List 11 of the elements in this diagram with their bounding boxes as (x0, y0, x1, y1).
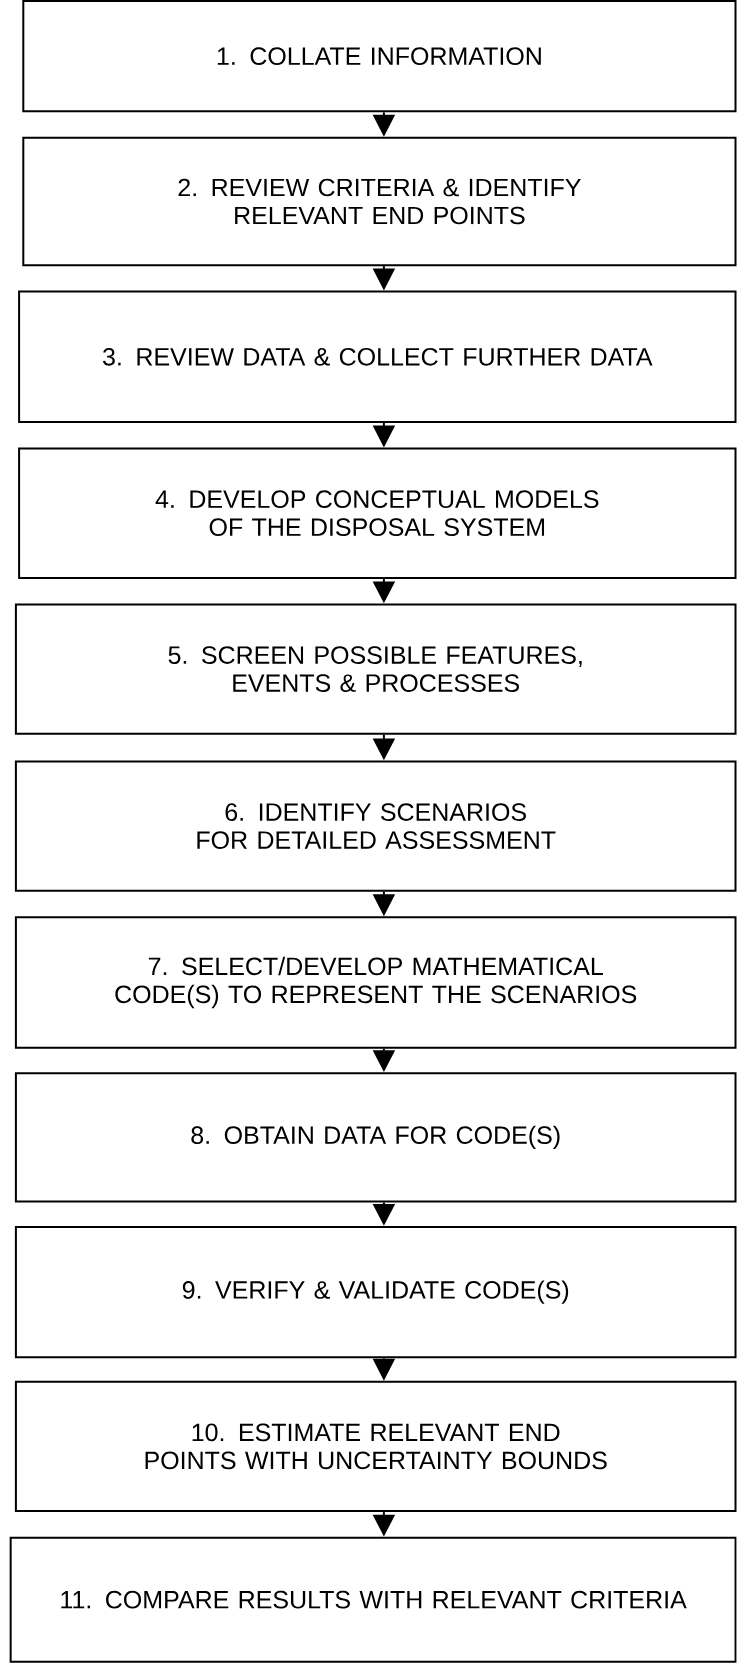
process-box: 5. SCREEN POSSIBLE FEATURES, EVENTS & PROCESSES (14, 603, 737, 735)
process-box: 2. REVIEW CRITERIA & IDENTIFY RELEVANT END POINTS (22, 136, 737, 267)
process-box: 7. SELECT/DEVELOP MATHEMATICAL CODE(S) TO REPRESENT THE SCENARIOS (14, 916, 737, 1049)
process-box: 10. ESTIMATE RELEVANT END POINTS WITH UNCERTAINTY BOUNDS (14, 1380, 737, 1513)
process-box: 6. IDENTIFY SCENARIOS FOR DETAILED ASSESSMENT (14, 760, 737, 892)
process-box: 8. OBTAIN DATA FOR CODE(S) (14, 1072, 737, 1203)
process-box: 1. COLLATE INFORMATION (22, 0, 737, 113)
process-box: 3. REVIEW DATA & COLLECT FURTHER DATA (18, 290, 737, 423)
process-box: 11. COMPARE RESULTS WITH RELEVANT CRITERIA (9, 1536, 737, 1663)
process-box: 4. DEVELOP CONCEPTUAL MODELS OF THE DISPOSAL SYSTEM (18, 447, 737, 579)
process-box: 9. VERIFY & VALIDATE CODE(S) (14, 1225, 737, 1359)
